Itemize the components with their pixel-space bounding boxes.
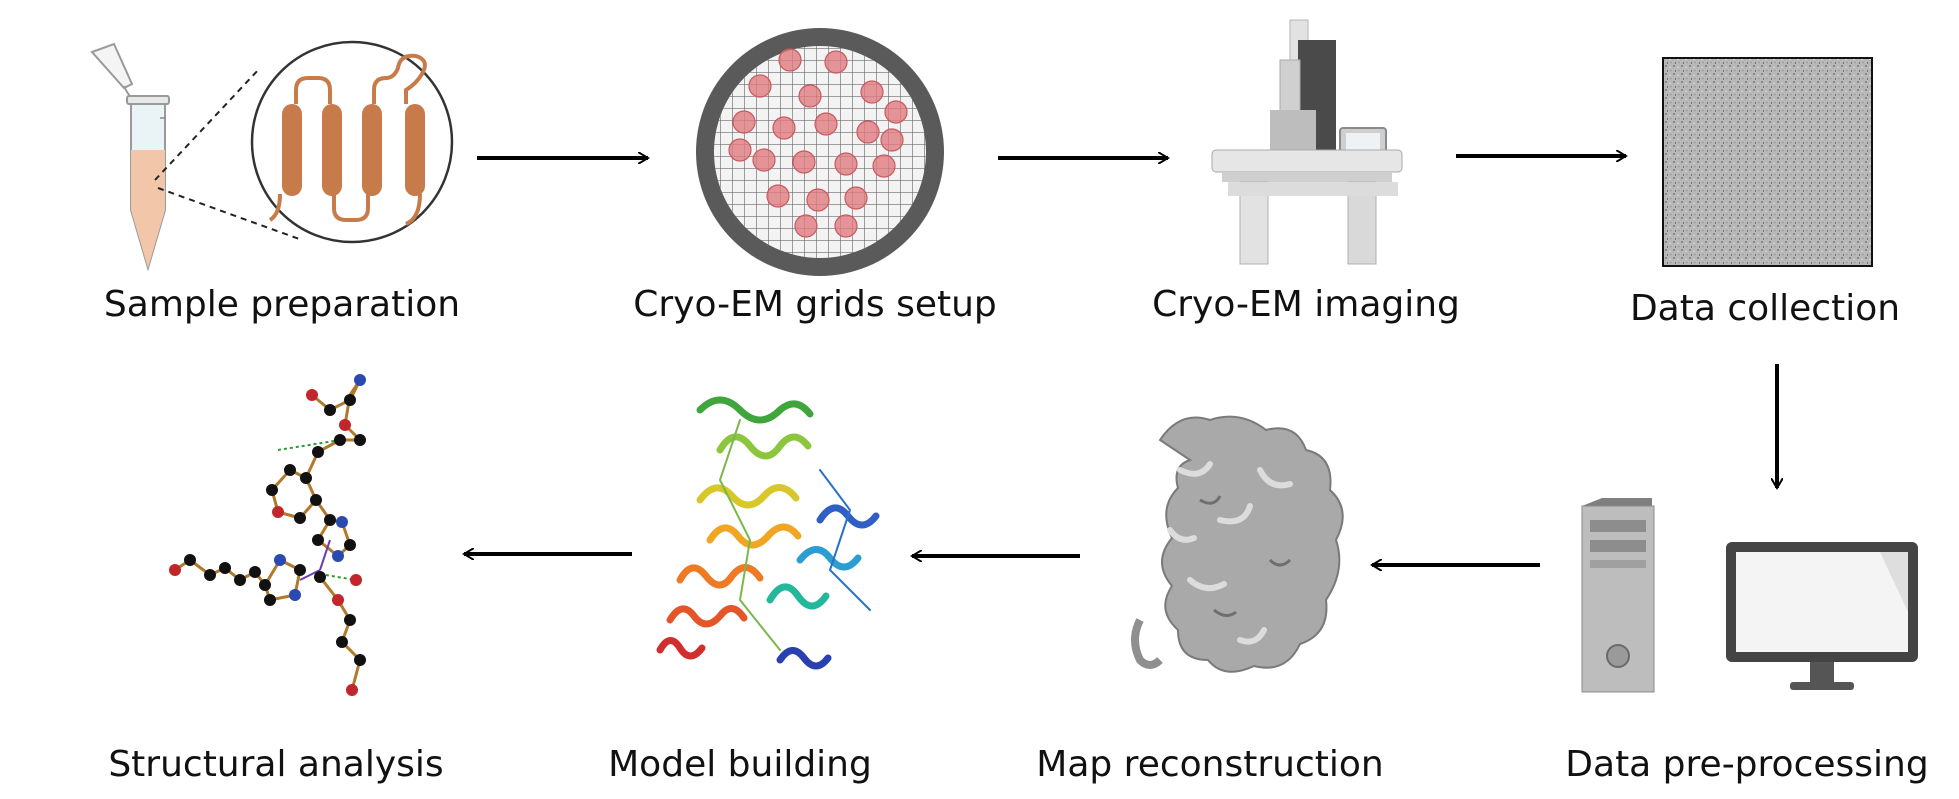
atom — [354, 654, 366, 666]
atom — [314, 571, 326, 583]
atom — [332, 550, 344, 562]
grid-spot — [794, 214, 818, 238]
atom — [184, 554, 196, 566]
computer-icon — [1581, 498, 1918, 693]
atom — [350, 574, 362, 586]
atom — [312, 446, 324, 458]
grid-spot — [834, 214, 858, 238]
grid-spot — [728, 138, 752, 162]
step-label-sample-preparation: Sample preparation — [104, 284, 460, 325]
atom — [344, 394, 356, 406]
atom — [249, 566, 261, 578]
grid-spot — [752, 148, 776, 172]
electron-microscope-icon — [1211, 19, 1403, 265]
atom — [334, 434, 346, 446]
atom — [312, 534, 324, 546]
cryo-grid-icon — [696, 22, 944, 276]
atom — [354, 434, 366, 446]
grid-spot — [824, 50, 848, 74]
grid-spot — [778, 48, 802, 72]
atom — [354, 374, 366, 386]
atom — [274, 554, 286, 566]
atom — [344, 614, 356, 626]
atom — [266, 484, 278, 496]
step-label-structural-analysis: Structural analysis — [108, 744, 443, 785]
atom — [344, 539, 356, 551]
grid-spot — [806, 188, 830, 212]
grid-spot — [798, 84, 822, 108]
density-map-icon — [1131, 415, 1344, 673]
atom — [324, 514, 336, 526]
grid-spot — [766, 184, 790, 208]
atom — [204, 569, 216, 581]
atom — [306, 389, 318, 401]
atom — [332, 594, 344, 606]
atom — [289, 589, 301, 601]
step-label-cryo-em-grids-setup: Cryo-EM grids setup — [633, 284, 997, 325]
atom — [346, 684, 358, 696]
atom — [272, 506, 284, 518]
grid-spot — [884, 100, 908, 124]
atom — [324, 404, 336, 416]
step-label-data-pre-processing: Data pre-processing — [1565, 744, 1928, 785]
micrograph-icon — [1662, 57, 1873, 267]
step-label-map-reconstruction: Map reconstruction — [1036, 744, 1383, 785]
grid-spot — [880, 128, 904, 152]
grid-spot — [860, 80, 884, 104]
protein-ribbon-icon — [656, 396, 880, 670]
grid-spot — [772, 116, 796, 140]
grid-spot — [844, 186, 868, 210]
atom — [300, 472, 312, 484]
grid-spot — [792, 150, 816, 174]
zoom-lines — [154, 67, 303, 241]
grid-spot — [856, 120, 880, 144]
atom — [294, 512, 306, 524]
atom — [339, 419, 351, 431]
atom — [169, 564, 181, 576]
atom — [310, 494, 322, 506]
atom — [336, 636, 348, 648]
atom — [259, 579, 271, 591]
atom — [264, 594, 276, 606]
sample-tube-icon — [90, 42, 170, 272]
atom — [219, 562, 231, 574]
grid-spot — [732, 110, 756, 134]
grid-spot — [834, 152, 858, 176]
atom — [336, 516, 348, 528]
step-label-model-building: Model building — [608, 744, 872, 785]
step-label-data-collection: Data collection — [1630, 288, 1900, 329]
grid-spot — [814, 112, 838, 136]
grid-spot — [748, 74, 772, 98]
grid-spot — [872, 154, 896, 178]
interaction-diagram-icon — [169, 374, 366, 696]
atom — [234, 574, 246, 586]
step-label-cryo-em-imaging: Cryo-EM imaging — [1152, 284, 1460, 325]
protein-topology-icon — [250, 40, 454, 244]
atom — [294, 564, 306, 576]
atom — [284, 464, 296, 476]
